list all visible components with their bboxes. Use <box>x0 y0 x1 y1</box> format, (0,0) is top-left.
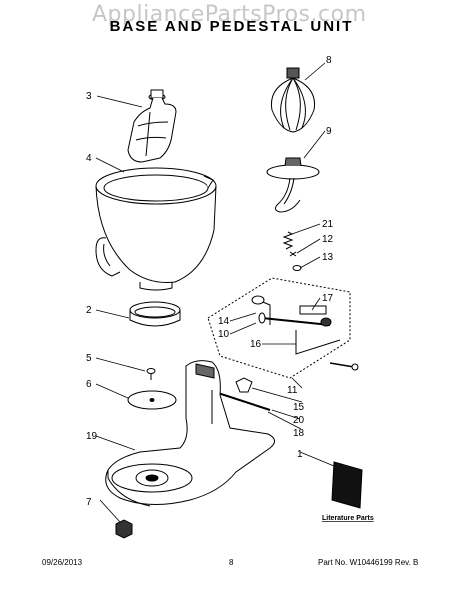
literature-label: Literature Parts <box>322 515 374 522</box>
callout-9: 9 <box>326 126 332 137</box>
page-title: BASE AND PEDESTAL UNIT <box>109 18 354 35</box>
bracket-part[interactable] <box>235 377 253 393</box>
callout-11: 11 <box>287 385 298 396</box>
callout-19: 19 <box>86 431 98 442</box>
callout-8: 8 <box>326 55 332 66</box>
hinge-pin-part[interactable] <box>258 312 331 326</box>
flat-beater-part[interactable] <box>127 89 177 163</box>
pin-part[interactable] <box>289 251 297 257</box>
rod-extension-part[interactable] <box>329 362 359 371</box>
callout-labels: 1 2 3 4 5 6 7 8 9 10 11 12 13 14 15 16 1… <box>86 55 374 522</box>
wire-whip-part[interactable] <box>270 67 316 133</box>
callout-17: 17 <box>322 293 334 304</box>
callout-21: 21 <box>322 219 334 230</box>
leader-lines <box>95 62 335 523</box>
bowl-clamping-plate-part[interactable] <box>127 390 177 410</box>
literature-parts[interactable] <box>331 461 363 509</box>
callout-4: 4 <box>86 153 92 164</box>
watermark: AppliancePartsPros.com <box>92 2 367 27</box>
callout-14: 14 <box>218 316 230 327</box>
spring-part[interactable] <box>282 231 294 250</box>
callout-16: 16 <box>250 339 262 350</box>
hinge-rod-part[interactable] <box>214 391 271 411</box>
callout-20: 20 <box>293 415 305 426</box>
callout-10: 10 <box>218 329 230 340</box>
callout-1: 1 <box>297 449 303 460</box>
dough-hook-part[interactable] <box>266 157 320 213</box>
clamp-plate-part[interactable] <box>129 301 181 327</box>
callout-2: 2 <box>86 305 92 316</box>
lever-part[interactable] <box>295 305 341 355</box>
callout-7: 7 <box>86 497 92 508</box>
callout-13: 13 <box>322 252 334 263</box>
callout-12: 12 <box>322 234 334 245</box>
footer-page-number: 8 <box>229 558 234 567</box>
footer-part-number: Part No. W10446199 Rev. B <box>318 558 419 567</box>
screw-part[interactable] <box>146 368 156 381</box>
washer-part[interactable] <box>292 265 302 271</box>
foot-part[interactable] <box>115 519 133 539</box>
mixing-bowl-part[interactable] <box>95 167 217 291</box>
pedestal-base-part[interactable] <box>105 360 275 507</box>
lock-rod-part[interactable] <box>251 295 271 325</box>
callout-15: 15 <box>293 402 305 413</box>
callout-5: 5 <box>86 353 92 364</box>
callout-6: 6 <box>86 379 92 390</box>
callout-3: 3 <box>86 91 92 102</box>
footer-date: 09/26/2013 <box>42 558 83 567</box>
callout-18: 18 <box>293 428 305 439</box>
